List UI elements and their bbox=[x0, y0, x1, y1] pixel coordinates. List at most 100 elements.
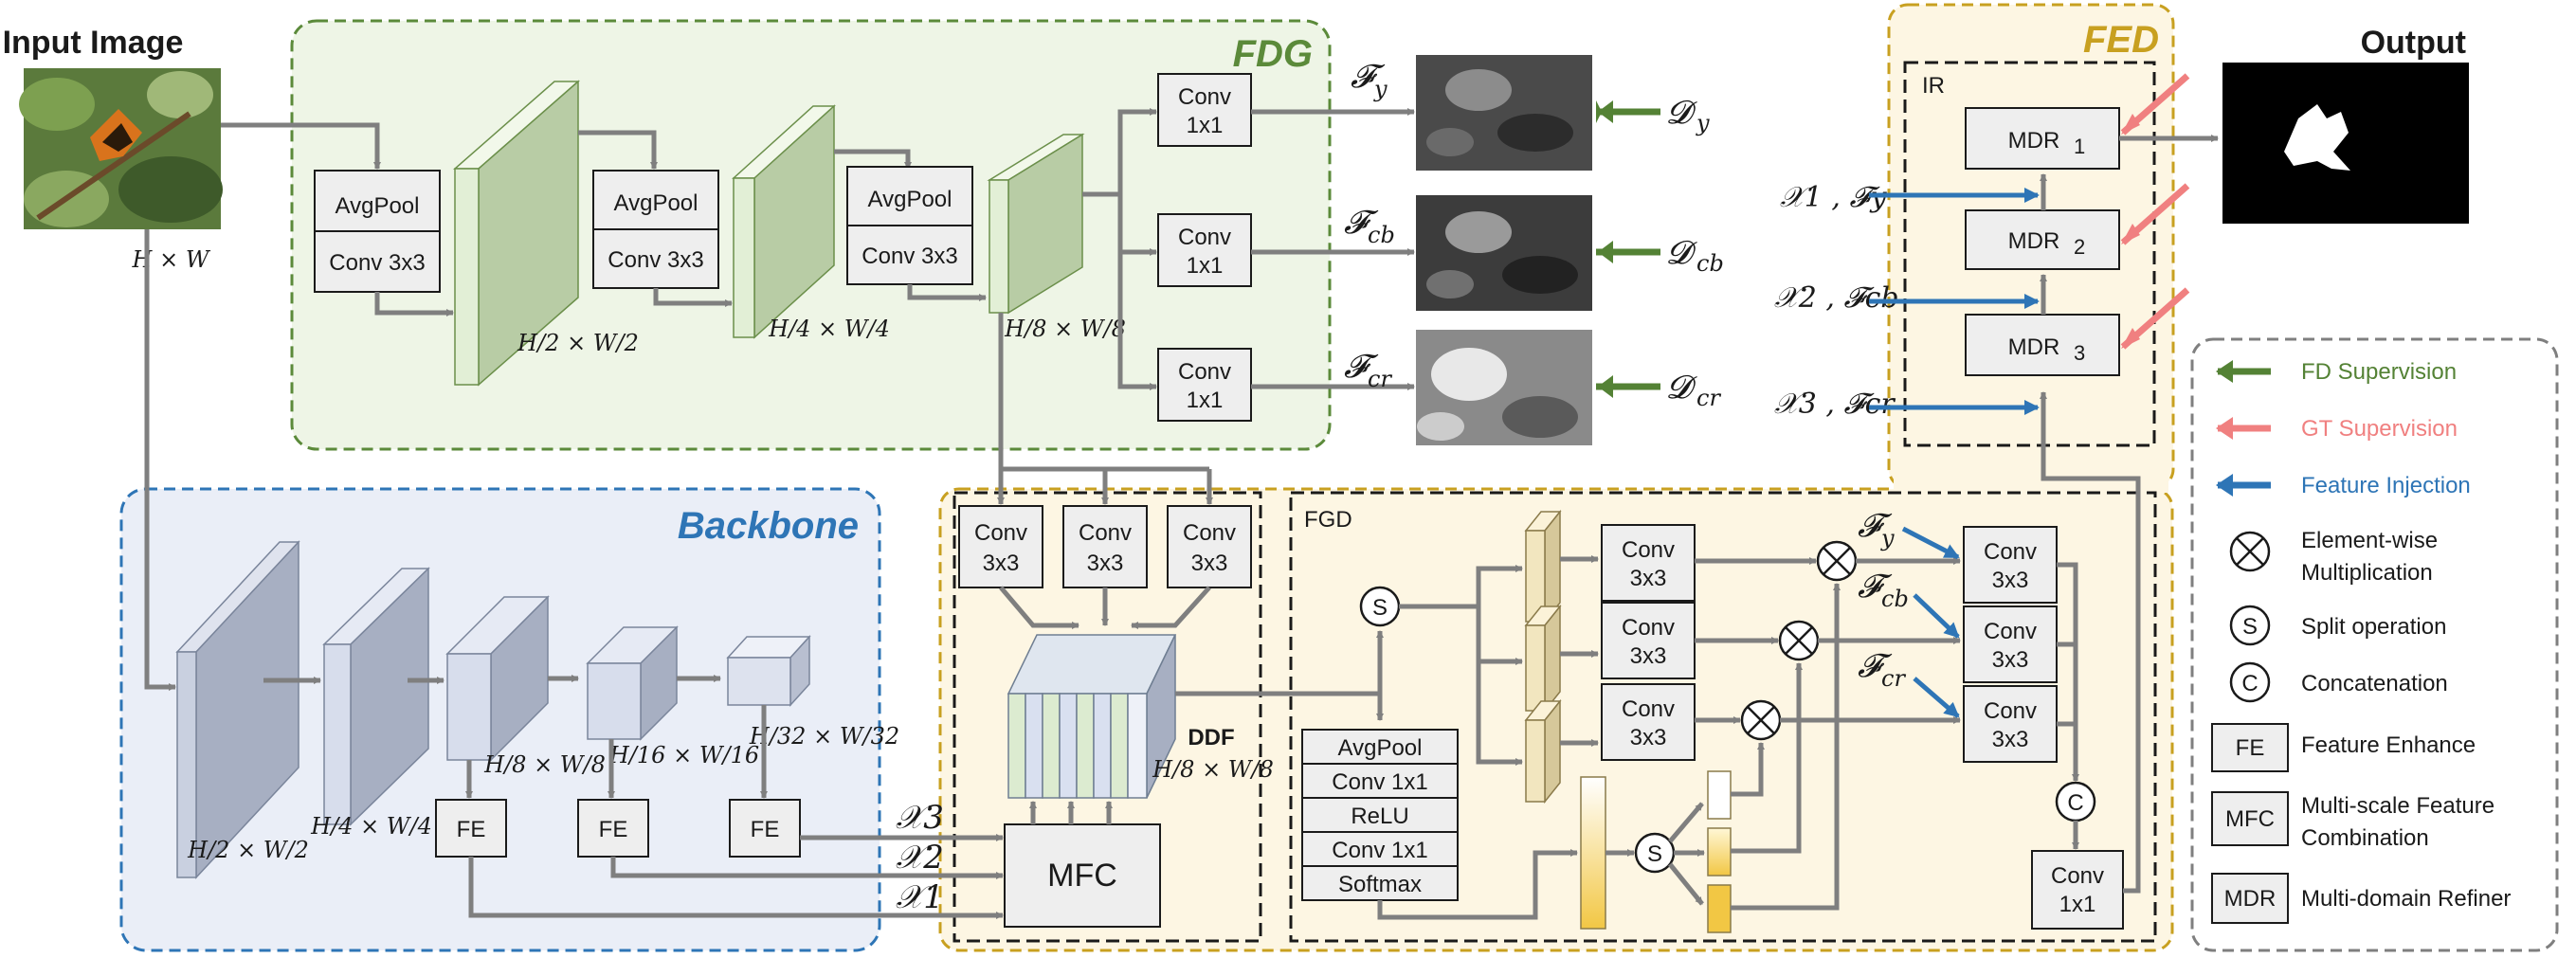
svg-text:1: 1 bbox=[2074, 135, 2085, 158]
svg-text:Conv 3x3: Conv 3x3 bbox=[862, 244, 957, 269]
arrow-w1-mul3 bbox=[1731, 742, 1765, 797]
mfc-block: MFC bbox=[1004, 823, 1161, 928]
svg-text:cb: cb bbox=[1368, 222, 1395, 248]
fgd-conv3x3-3: Conv 3x3 bbox=[1601, 683, 1696, 761]
svg-text:MDR: MDR bbox=[2008, 128, 2060, 154]
svg-text:Conv: Conv bbox=[1984, 619, 2037, 644]
svg-text:Conv: Conv bbox=[1984, 539, 2037, 565]
svg-text:Multi-domain Refiner: Multi-domain Refiner bbox=[2301, 886, 2511, 912]
svg-text:FE: FE bbox=[751, 817, 780, 842]
svg-text:MDR: MDR bbox=[2008, 334, 2060, 360]
fdg-avgpool-conv-2: AvgPool Conv 3x3 bbox=[592, 170, 719, 289]
svg-text:Conv: Conv bbox=[1079, 520, 1132, 546]
ddf-dims: H/8 × W/8 bbox=[1152, 756, 1274, 783]
fed-join-mask bbox=[1894, 445, 2168, 493]
fgd-slice-3 bbox=[1524, 698, 1562, 804]
freq-map-cb bbox=[1416, 195, 1592, 311]
svg-text:y: y bbox=[1696, 110, 1710, 136]
fdg-conv1x1-cb: Conv 1x1 bbox=[1157, 213, 1252, 287]
legend-gt-supervision: GT Supervision bbox=[2216, 416, 2458, 442]
multiply-node-2 bbox=[1778, 620, 1820, 661]
x-label-1: 𝒳1 bbox=[896, 878, 944, 916]
svg-text:𝓓: 𝓓 bbox=[1666, 369, 1697, 407]
svg-text:cr: cr bbox=[1881, 665, 1906, 692]
svg-text:Feature Injection: Feature Injection bbox=[2301, 473, 2471, 498]
svg-text:3x3: 3x3 bbox=[1087, 551, 1124, 576]
svg-text:cr: cr bbox=[1696, 385, 1721, 411]
weight-slice-1 bbox=[1707, 770, 1732, 820]
output-mask bbox=[2222, 63, 2469, 224]
svg-text:Conv: Conv bbox=[1178, 225, 1231, 250]
attention-weights bbox=[1580, 776, 1606, 930]
fdg-conv1x1-y: Conv 1x1 bbox=[1157, 73, 1252, 147]
svg-text:1x1: 1x1 bbox=[2059, 892, 2096, 917]
backbone-feature-5 bbox=[726, 635, 811, 707]
svg-text:𝓓: 𝓓 bbox=[1666, 234, 1697, 272]
svg-text:FE: FE bbox=[599, 817, 628, 842]
svg-text:Feature Enhance: Feature Enhance bbox=[2301, 732, 2476, 758]
arrow-x2 bbox=[610, 857, 1004, 879]
svg-text:Conv: Conv bbox=[1178, 84, 1231, 110]
ir-box bbox=[1903, 61, 2156, 447]
svg-text:FE: FE bbox=[457, 817, 486, 842]
svg-text:Conv: Conv bbox=[1178, 359, 1231, 385]
svg-text:AvgPool: AvgPool bbox=[614, 190, 698, 216]
svg-text:C: C bbox=[2067, 790, 2083, 816]
fdg-avgpool-conv-1: AvgPool Conv 3x3 bbox=[314, 170, 441, 293]
attention-block: AvgPool Conv 1x1 ReLU Conv 1x1 Softmax bbox=[1301, 729, 1459, 901]
arrow-wsplit-1 bbox=[1668, 802, 1704, 843]
concat-node: C bbox=[2055, 781, 2096, 822]
svg-text:cr: cr bbox=[1368, 366, 1392, 392]
svg-text:3x3: 3x3 bbox=[1630, 643, 1667, 669]
x-label-2: 𝒳2 bbox=[896, 839, 944, 877]
svg-text:Element-wise: Element-wise bbox=[2301, 528, 2438, 553]
bb-dims-3: H/8 × W/8 bbox=[483, 751, 606, 778]
arrow-input-backbone bbox=[144, 229, 176, 691]
fgd-out-conv3x3-1: Conv 3x3 bbox=[1963, 526, 2058, 604]
svg-text:Conv: Conv bbox=[974, 520, 1027, 546]
arrow-branch-cr bbox=[1117, 252, 1157, 390]
backbone-title: Backbone bbox=[678, 505, 859, 547]
svg-text:MFC: MFC bbox=[2225, 806, 2275, 832]
ddf-label: DDF bbox=[1188, 725, 1234, 750]
fgd-conv3x3-1: Conv 3x3 bbox=[1601, 524, 1696, 602]
svg-text:S: S bbox=[1647, 841, 1662, 867]
arrow-wsplit-3 bbox=[1668, 862, 1704, 906]
svg-text:Conv 1x1: Conv 1x1 bbox=[1332, 769, 1427, 795]
svg-text:3x3: 3x3 bbox=[1630, 725, 1667, 750]
svg-text:FE: FE bbox=[2236, 735, 2265, 761]
svg-text:cb: cb bbox=[1881, 586, 1909, 612]
bb-dims-1: H/2 × W/2 bbox=[187, 837, 309, 863]
weight-slice-3 bbox=[1707, 884, 1732, 933]
arrow-c1-ddf bbox=[999, 586, 1079, 629]
svg-text:3x3: 3x3 bbox=[1992, 568, 2029, 593]
svg-text:y: y bbox=[1373, 76, 1388, 102]
multiply-node-3 bbox=[1740, 699, 1782, 741]
ir-label: IR bbox=[1922, 73, 1945, 99]
split-node: S bbox=[1359, 586, 1401, 627]
arrow-x1 bbox=[468, 857, 1004, 919]
legend-mdr: MDR Multi-domain Refiner bbox=[2211, 873, 2511, 924]
mdr-block-2: MDR 2 bbox=[1965, 209, 2120, 270]
svg-text:2: 2 bbox=[2074, 235, 2085, 259]
freq-map-cr bbox=[1416, 330, 1592, 445]
ddf-box bbox=[952, 491, 1262, 943]
arrow-input-fdg bbox=[221, 122, 381, 170]
svg-text:1x1: 1x1 bbox=[1187, 113, 1224, 138]
arrow-fdg1 bbox=[374, 292, 454, 316]
fgd-slice-1 bbox=[1524, 509, 1562, 624]
arrow-fgd-to-ir bbox=[2040, 391, 2141, 894]
legend-split: S Split operation bbox=[2229, 605, 2446, 646]
fgd-label: FGD bbox=[1304, 507, 1352, 533]
fe-block-3: FE bbox=[729, 799, 801, 858]
legend-mfc: MFC Multi-scale Feature Combination bbox=[2211, 791, 2494, 851]
weight-split-node: S bbox=[1634, 832, 1676, 874]
fdg-feature-map-3 bbox=[987, 133, 1085, 315]
backbone-feature-4 bbox=[586, 625, 679, 741]
fgd-box bbox=[1289, 491, 2157, 943]
